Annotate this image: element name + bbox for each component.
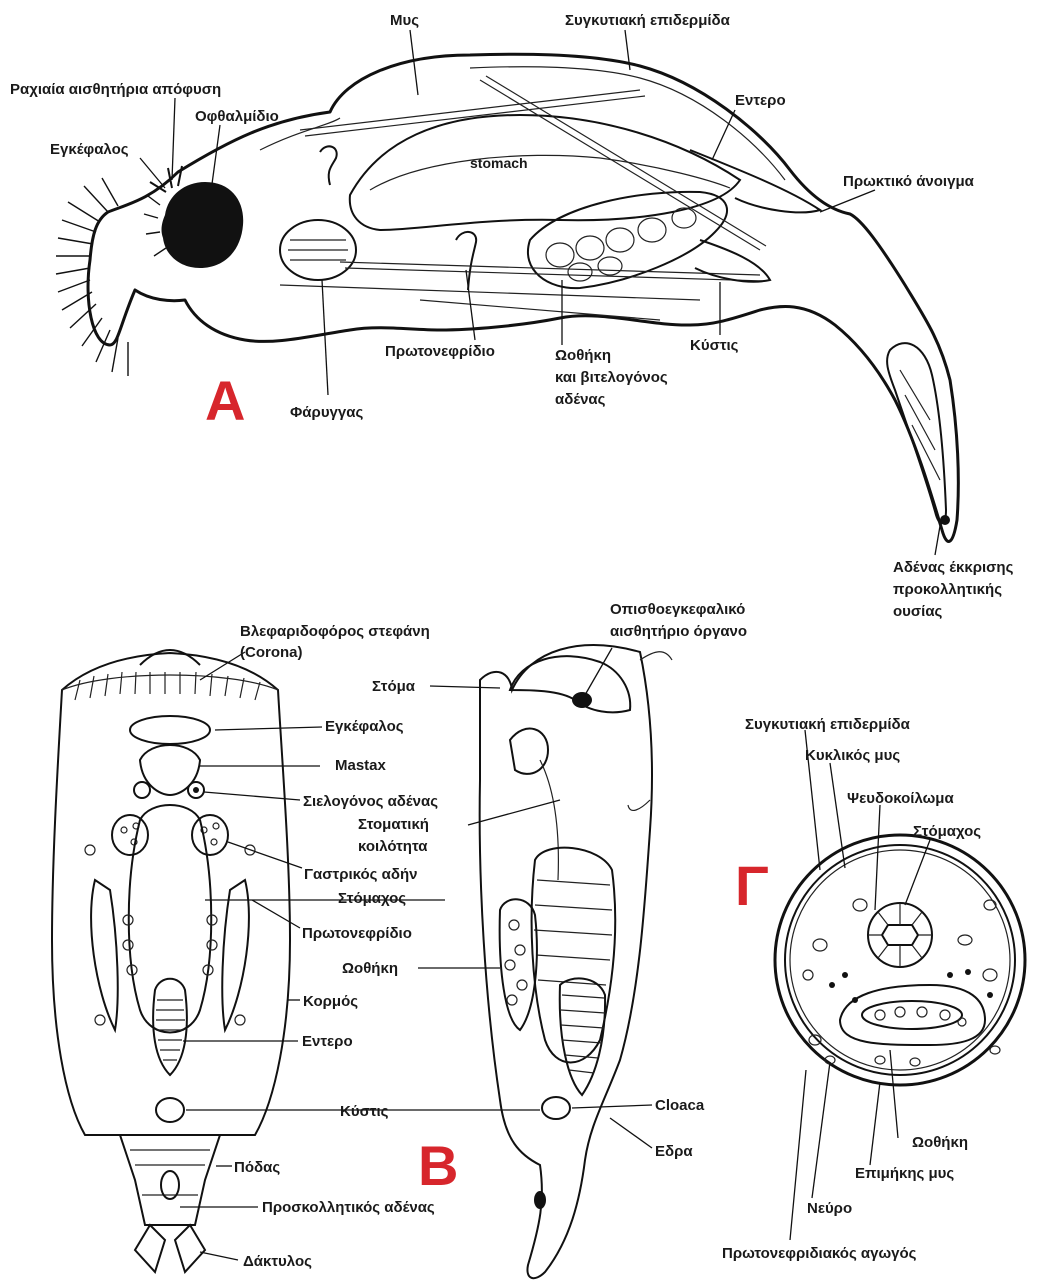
- panel-b-gastric-left: [112, 815, 148, 855]
- panel-b-gastric-right: [192, 815, 228, 855]
- panel-a-eyespot: [162, 182, 244, 268]
- label-stomach-c: Στόμαχος: [913, 823, 981, 840]
- panel-a-body-outline: [88, 54, 958, 541]
- label-bladder-b: Κύστις: [340, 1103, 389, 1120]
- panel-b-dorsal-body: [52, 653, 290, 1135]
- label-syncytial-epidermis-c: Συγκυτιακή επιδερμίδα: [745, 716, 911, 733]
- label-retrocerebral-1: Οπισθοεγκεφαλικό: [610, 601, 745, 618]
- panel-b-lateral-head: [510, 656, 630, 712]
- label-adhesive-1: Αδένας έκκρισης: [893, 559, 1014, 576]
- panel-b-side-cells: [85, 845, 255, 1025]
- label-protonephridium-b: Πρωτονεφρίδιο: [302, 925, 412, 942]
- label-brain-a: Εγκέφαλος: [50, 141, 129, 158]
- panel-b-lateral-bladder: [542, 1097, 570, 1119]
- panel-letter-b: B: [418, 1134, 458, 1197]
- label-protonephridial-duct: Πρωτονεφριδιακός αγωγός: [722, 1245, 917, 1262]
- panel-b-foot: [120, 1135, 220, 1225]
- panel-b-lateral-body: [480, 645, 652, 1278]
- label-pharynx: Φάρυγγας: [290, 404, 363, 421]
- label-ovary-3: αδένας: [555, 391, 606, 408]
- label-foot: Πόδας: [234, 1159, 280, 1176]
- label-ovary-2: και βιτελογόνος: [555, 369, 668, 386]
- panel-c-stomach: [868, 903, 932, 967]
- panel-a-pharynx-lines: [288, 240, 348, 260]
- label-toe: Δάκτυλος: [243, 1253, 312, 1270]
- panel-letter-c: Γ: [735, 854, 769, 917]
- panel-b-protonephridium-left: [91, 880, 118, 1030]
- label-adhesive-3: ουσίας: [893, 603, 943, 620]
- label-buccal-1: Στοματική: [358, 816, 429, 833]
- panel-b-toe-right: [175, 1225, 205, 1272]
- label-nerve: Νεύρο: [807, 1200, 852, 1217]
- label-retrocerebral-2: αισθητήριο όργανο: [610, 623, 747, 640]
- panel-a-protonephridium-2: [320, 146, 337, 185]
- label-bladder-a: Κύστις: [690, 337, 739, 354]
- label-cloaca: Cloaca: [655, 1097, 705, 1114]
- panel-a-stomach-lumen: [370, 155, 730, 190]
- label-protonephridium-a: Πρωτονεφρίδιο: [385, 343, 495, 360]
- panel-b-lateral-mastax: [510, 729, 548, 774]
- panel-b-stomach: [129, 805, 212, 1033]
- panel-b-foot-segments: [130, 1150, 210, 1195]
- label-intestine-a: Εντερο: [735, 92, 786, 109]
- panel-b-intestine-hatch: [156, 1000, 185, 1060]
- panel-a-stomach: [350, 115, 740, 230]
- label-intestine-b: Εντερο: [302, 1033, 353, 1050]
- label-corona-1: Βλεφαριδοφόρος στεφάνη: [240, 623, 430, 640]
- label-trunk: Κορμός: [303, 993, 358, 1010]
- panel-b-bladder: [156, 1098, 184, 1122]
- panel-a-protonephridium: [456, 232, 476, 290]
- panel-b-salivary-left: [134, 782, 150, 798]
- label-brain-b: Εγκέφαλος: [325, 718, 404, 735]
- panel-b-lateral-stomach-seg: [534, 880, 612, 985]
- label-dorsal-sensory: Ραχιαία αισθητήρια απόφυση: [10, 81, 221, 98]
- panel-b-retrocerebral-eye: [572, 692, 592, 708]
- label-stomach-b: Στόμαχος: [338, 890, 406, 907]
- label-muscle: Μυς: [390, 12, 419, 29]
- panel-b-lateral-pedal-gland: [534, 1191, 546, 1209]
- label-pseudocoel: Ψευδοκοίλωμα: [847, 790, 954, 807]
- panel-a-toe-tip: [940, 515, 950, 525]
- label-gastric: Γαστρικός αδήν: [304, 866, 417, 883]
- panel-letter-a: A: [205, 369, 245, 432]
- label-mouth: Στόμα: [372, 678, 416, 695]
- label-buccal-2: κοιλότητα: [358, 838, 428, 855]
- label-eyespot: Οφθαλμίδιο: [195, 108, 279, 125]
- panel-a: stomach: [10, 12, 1014, 620]
- label-salivary: Σιελογόνος αδένας: [303, 793, 438, 810]
- label-mastax: Mastax: [335, 757, 387, 774]
- label-adhesive-2: προκολλητικής: [893, 581, 1002, 598]
- panel-b-buccal-canal: [540, 760, 558, 880]
- panel-c-ovary-inner: [862, 1001, 962, 1029]
- label-syncytial-epidermis-a: Συγκυτιακή επιδερμίδα: [565, 12, 731, 29]
- label-pedal-gland: Προσκολλητικός αδένας: [262, 1199, 435, 1216]
- panel-b-toe-left: [135, 1225, 165, 1272]
- label-corona-2: (Corona): [240, 644, 303, 661]
- label-ovary-b: Ωοθήκη: [342, 960, 398, 977]
- panel-a-stomach-label: stomach: [470, 155, 528, 171]
- panel-b-brain: [130, 716, 210, 744]
- panel-c: Συγκυτιακή επιδερμίδα Κυκλικός μυς Ψευδο…: [722, 716, 1025, 1262]
- panel-b-lateral-ovary-cells: [505, 920, 527, 1005]
- label-anus-b: Εδρα: [655, 1143, 693, 1160]
- panel-b: Βλεφαριδοφόρος στεφάνη (Corona) Οπισθοεγ…: [52, 601, 747, 1278]
- label-ovary-1: Ωοθήκη: [555, 347, 611, 364]
- panel-b-protonephridium-right: [222, 880, 249, 1030]
- label-ovary-c: Ωοθήκη: [912, 1134, 968, 1151]
- panel-a-dorsal-sensory-organ: [150, 166, 182, 192]
- label-anus-a: Πρωκτικό άνοιγμα: [843, 173, 975, 190]
- label-longitudinal-muscle: Επιμήκης μυς: [855, 1165, 954, 1182]
- label-circular-muscle: Κυκλικός μυς: [805, 747, 900, 764]
- panel-a-muscles: [280, 76, 766, 320]
